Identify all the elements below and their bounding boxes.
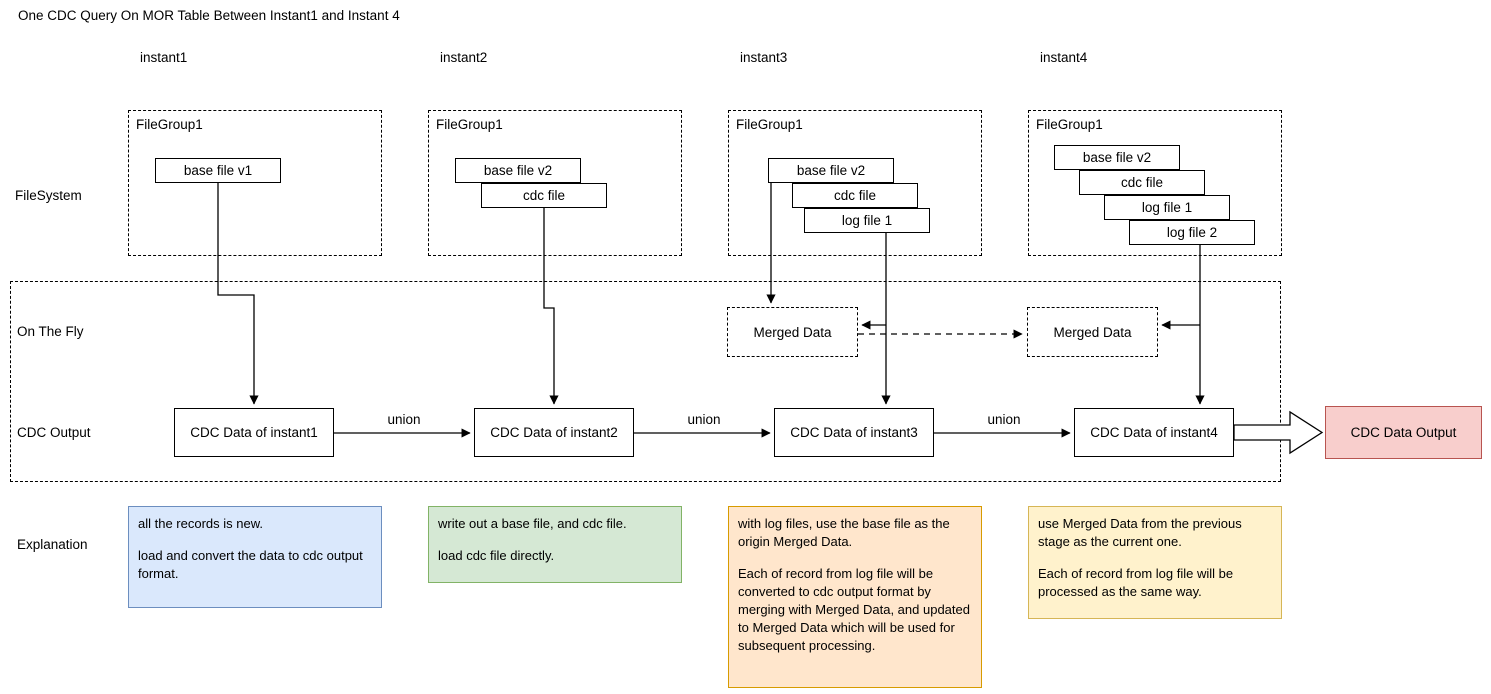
union-label-1: union bbox=[387, 412, 421, 427]
explanation-paragraph: Each of record from log file will be con… bbox=[738, 565, 970, 653]
explanation-paragraph: write out a base file, and cdc file. bbox=[438, 516, 627, 531]
merged-data-box-instant4[interactable]: Merged Data bbox=[1027, 307, 1158, 357]
cdc-data-box-instant3[interactable]: CDC Data of instant3 bbox=[774, 408, 934, 457]
page-title: One CDC Query On MOR Table Between Insta… bbox=[18, 8, 400, 23]
explanation-paragraph: all the records is new. bbox=[138, 516, 264, 531]
file-group-title: FileGroup1 bbox=[436, 117, 503, 132]
file-box-base-file-v2[interactable]: base file v2 bbox=[1054, 145, 1180, 170]
file-group-title: FileGroup1 bbox=[136, 117, 203, 132]
explanation-box-instant1: all the records is new. load and convert… bbox=[128, 506, 382, 608]
row-label-cdc-output: CDC Output bbox=[17, 425, 91, 440]
file-group-instant1: FileGroup1 bbox=[128, 110, 382, 256]
cdc-data-output-box[interactable]: CDC Data Output bbox=[1325, 406, 1482, 459]
pipeline-container bbox=[10, 281, 1281, 482]
column-header-instant4: instant4 bbox=[1040, 50, 1088, 65]
file-box-base-file-v2[interactable]: base file v2 bbox=[455, 158, 581, 183]
merged-data-box-instant3[interactable]: Merged Data bbox=[727, 307, 858, 357]
file-box-cdc-file[interactable]: cdc file bbox=[792, 183, 918, 208]
file-group-title: FileGroup1 bbox=[736, 117, 803, 132]
file-box-log-file-1[interactable]: log file 1 bbox=[1104, 195, 1230, 220]
row-label-explanation: Explanation bbox=[17, 537, 88, 552]
explanation-box-instant4: use Merged Data from the previous stage … bbox=[1028, 506, 1282, 619]
explanation-paragraph: with log files, use the base file as the… bbox=[738, 516, 950, 549]
column-header-instant1: instant1 bbox=[140, 50, 188, 65]
cdc-data-box-instant1[interactable]: CDC Data of instant1 bbox=[174, 408, 334, 457]
row-label-filesystem: FileSystem bbox=[15, 188, 82, 203]
cdc-data-box-instant4[interactable]: CDC Data of instant4 bbox=[1074, 408, 1234, 457]
file-group-instant4: FileGroup1 bbox=[1028, 110, 1282, 256]
file-box-cdc-file[interactable]: cdc file bbox=[481, 183, 607, 208]
column-header-instant2: instant2 bbox=[440, 50, 488, 65]
cdc-data-box-instant2[interactable]: CDC Data of instant2 bbox=[474, 408, 634, 457]
explanation-paragraph: load and convert the data to cdc output … bbox=[138, 547, 363, 581]
explanation-box-instant3: with log files, use the base file as the… bbox=[728, 506, 982, 688]
union-label-3: union bbox=[987, 412, 1021, 427]
union-label-2: union bbox=[687, 412, 721, 427]
explanation-paragraph: Each of record from log file will be pro… bbox=[1038, 565, 1234, 599]
file-group-instant2: FileGroup1 bbox=[428, 110, 682, 256]
explanation-paragraph: load cdc file directly. bbox=[438, 547, 555, 563]
column-header-instant3: instant3 bbox=[740, 50, 788, 65]
file-box-base-file-v2[interactable]: base file v2 bbox=[768, 158, 894, 183]
file-group-title: FileGroup1 bbox=[1036, 117, 1103, 132]
file-box-base-file-v1[interactable]: base file v1 bbox=[155, 158, 281, 183]
file-box-log-file-2[interactable]: log file 2 bbox=[1129, 220, 1255, 245]
row-label-on-the-fly: On The Fly bbox=[17, 324, 84, 339]
explanation-box-instant2: write out a base file, and cdc file. loa… bbox=[428, 506, 682, 583]
explanation-paragraph: use Merged Data from the previous stage … bbox=[1038, 516, 1242, 549]
file-group-instant3: FileGroup1 bbox=[728, 110, 982, 256]
file-box-log-file-1[interactable]: log file 1 bbox=[804, 208, 930, 233]
file-box-cdc-file[interactable]: cdc file bbox=[1079, 170, 1205, 195]
